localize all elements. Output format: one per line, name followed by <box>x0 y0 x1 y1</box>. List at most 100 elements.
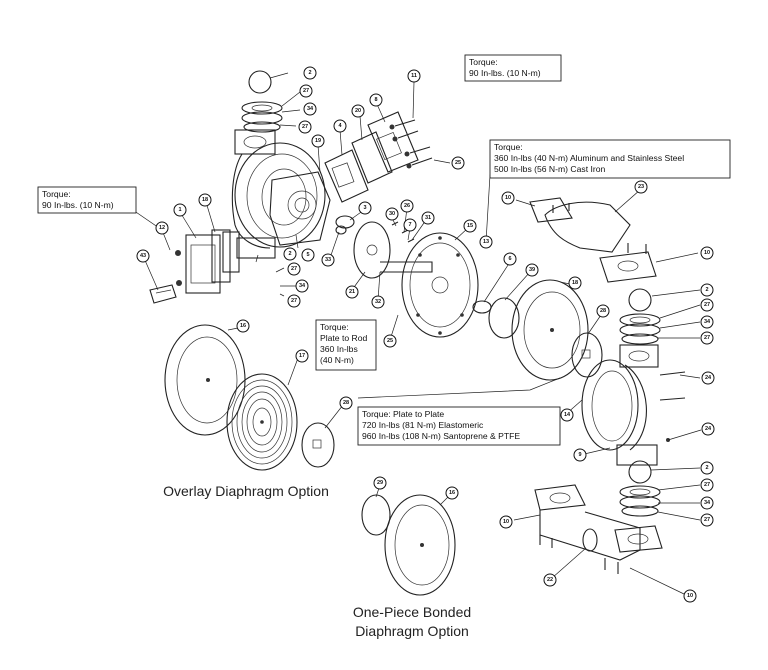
callout-18-a: 18 <box>198 193 212 207</box>
svg-text:24: 24 <box>705 426 712 432</box>
svg-text:10: 10 <box>704 250 710 256</box>
air-valve-assembly <box>149 229 240 304</box>
callout-24-a: 24 <box>701 371 715 385</box>
callout-39: 39 <box>525 263 539 277</box>
callout-2-c: 2 <box>700 283 714 297</box>
callout-16-b: 16 <box>445 486 459 500</box>
callout-29: 29 <box>373 476 387 490</box>
svg-text:23: 23 <box>638 184 644 190</box>
leader-lines <box>129 72 702 595</box>
callout-24-b: 24 <box>701 422 715 436</box>
callout-2-a: 2 <box>303 66 317 80</box>
svg-text:28: 28 <box>600 308 606 314</box>
callout-10-a: 10 <box>501 191 515 205</box>
right-pump-housing <box>581 344 686 466</box>
svg-text:Torque:: Torque: <box>469 57 498 67</box>
callout-4: 4 <box>333 119 347 133</box>
svg-text:25: 25 <box>387 338 393 344</box>
svg-text:8: 8 <box>374 97 377 103</box>
callout-25-a: 25 <box>451 156 465 170</box>
svg-text:2: 2 <box>705 287 708 293</box>
svg-text:27: 27 <box>303 88 309 94</box>
left-pump-housing <box>231 129 331 259</box>
callout-12: 12 <box>155 221 169 235</box>
svg-text:11: 11 <box>411 73 417 79</box>
svg-text:29: 29 <box>377 480 383 486</box>
callout-31: 31 <box>421 211 435 225</box>
caption-bonded-2: Diaphragm Option <box>355 623 469 639</box>
svg-text:27: 27 <box>704 482 710 488</box>
svg-text:10: 10 <box>687 593 693 599</box>
callout-43: 43 <box>136 249 150 263</box>
svg-text:Torque:: Torque: <box>320 322 349 332</box>
svg-text:18: 18 <box>202 197 208 203</box>
svg-text:4: 4 <box>338 123 342 129</box>
callout-23: 23 <box>634 180 648 194</box>
svg-text:16: 16 <box>240 323 246 329</box>
svg-text:33: 33 <box>325 257 331 263</box>
svg-text:21: 21 <box>349 289 355 295</box>
svg-text:16: 16 <box>449 490 455 496</box>
torque-note-3: Torque: 360 In-lbs (40 N-m) Aluminum and… <box>489 139 731 179</box>
callout-27-g: 27 <box>700 478 714 492</box>
upper-manifold <box>529 197 657 283</box>
callout-27-e: 27 <box>700 298 714 312</box>
right-check-stack <box>619 288 661 345</box>
svg-text:1: 1 <box>178 207 181 213</box>
svg-text:26: 26 <box>404 203 410 209</box>
svg-text:27: 27 <box>302 124 308 130</box>
svg-text:27: 27 <box>704 517 710 523</box>
svg-text:90 In-lbs. (10 N-m): 90 In-lbs. (10 N-m) <box>42 200 114 210</box>
svg-text:27: 27 <box>704 302 710 308</box>
svg-text:2: 2 <box>288 251 291 257</box>
callout-13: 13 <box>479 235 493 249</box>
svg-text:43: 43 <box>140 253 146 259</box>
torque-note-5: Torque: Plate to Plate 720 In-lbs (81 N-… <box>357 406 561 446</box>
svg-text:24: 24 <box>705 375 712 381</box>
svg-text:360 In-lbs: 360 In-lbs <box>320 344 358 354</box>
callout-34-b: 34 <box>295 279 309 293</box>
svg-text:27: 27 <box>291 298 297 304</box>
callout-34-a: 34 <box>303 102 317 116</box>
callout-group: 2 27 34 27 11 20 8 4 25 19 18 1 12 43 5 … <box>136 66 715 603</box>
svg-text:30: 30 <box>389 211 395 217</box>
torque-note-4: Torque: Plate to Rod 360 In-lbs (40 N-m) <box>315 319 377 371</box>
svg-text:9: 9 <box>578 452 581 458</box>
svg-text:22: 22 <box>547 577 553 583</box>
svg-text:34: 34 <box>704 319 711 325</box>
bonded-diaphragm-option <box>361 494 456 596</box>
svg-text:Torque:: Torque: <box>42 189 71 199</box>
svg-text:15: 15 <box>467 223 473 229</box>
svg-text:(40 N-m): (40 N-m) <box>320 355 354 365</box>
svg-text:34: 34 <box>704 500 711 506</box>
upper-left-check-stack <box>241 70 283 133</box>
svg-text:34: 34 <box>299 283 306 289</box>
callout-27-a: 27 <box>299 84 313 98</box>
callout-33: 33 <box>321 253 335 267</box>
svg-text:6: 6 <box>508 256 511 262</box>
svg-text:2: 2 <box>308 70 311 76</box>
svg-text:Torque:: Torque: <box>494 142 523 152</box>
svg-text:10: 10 <box>503 519 509 525</box>
callout-6: 6 <box>503 252 517 266</box>
svg-text:Plate to Rod: Plate to Rod <box>320 333 368 343</box>
callout-27-f: 27 <box>700 331 714 345</box>
torque-note-2: Torque: 90 In-lbs. (10 N-m) <box>37 186 137 214</box>
svg-text:18: 18 <box>572 280 578 286</box>
svg-text:17: 17 <box>299 353 305 359</box>
svg-text:720 In-lbs (81 N-m) Elastomeri: 720 In-lbs (81 N-m) Elastomeric <box>362 420 484 430</box>
svg-text:39: 39 <box>529 267 535 273</box>
gasket-plates-upper <box>324 111 433 203</box>
callout-34-d: 34 <box>700 496 714 510</box>
callout-22: 22 <box>543 573 557 587</box>
svg-text:34: 34 <box>307 106 314 112</box>
shaft-and-rod-parts <box>335 215 433 279</box>
callout-27-c: 27 <box>287 262 301 276</box>
svg-text:28: 28 <box>343 400 349 406</box>
callout-18-b: 18 <box>568 276 582 290</box>
svg-text:3: 3 <box>363 205 366 211</box>
callout-17: 17 <box>295 349 309 363</box>
callout-8: 8 <box>369 93 383 107</box>
caption-overlay: Overlay Diaphragm Option <box>163 483 329 499</box>
